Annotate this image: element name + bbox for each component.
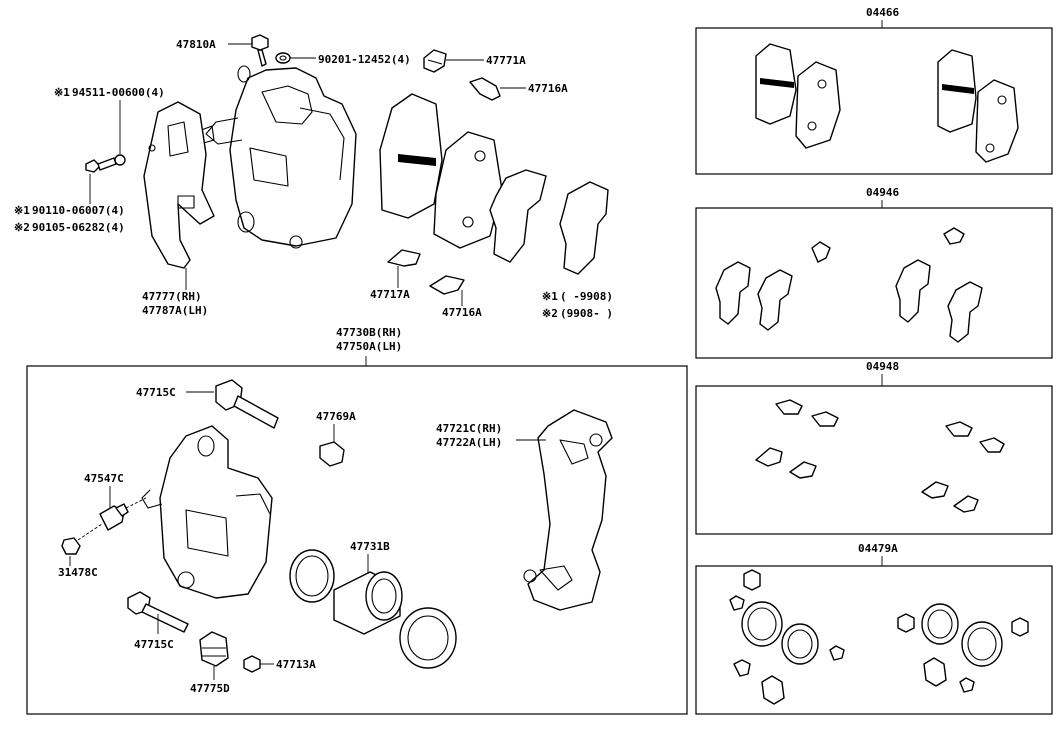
mark-1-b: ※1 (14, 204, 30, 217)
anti-squeal-shims-top (489, 169, 609, 275)
label-47730B-RH: 47730B(RH) (336, 326, 402, 339)
clip-47717A (387, 249, 421, 267)
label-47731B: 47731B (350, 540, 390, 553)
label-47547C: 47547C (84, 472, 124, 485)
label-47717A: 47717A (370, 288, 410, 301)
bolt-90110 (85, 157, 117, 173)
caliper-kit-frame (26, 365, 688, 715)
slide-pin-47715C-bottom (127, 591, 189, 633)
label-47810A: 47810A (176, 38, 216, 51)
seal-kit-04479A (729, 569, 1029, 705)
mounting-bracket (523, 409, 613, 611)
bleeder-cap-31478C (61, 537, 81, 555)
label-47750A-LH: 47750A(LH) (336, 340, 402, 353)
slide-pin-47715C-top (215, 379, 279, 429)
bleeder-plug-47547C (99, 503, 129, 531)
label-47716A-top: 47716A (528, 82, 568, 95)
label-47769A: 47769A (316, 410, 356, 423)
label-47716A-bottom: 47716A (442, 306, 482, 319)
label-47722A-LH: 47722A(LH) (436, 436, 502, 449)
label-31478C: 31478C (58, 566, 98, 579)
label-47787A-LH: 47787A(LH) (142, 304, 208, 317)
clip-47771A (423, 49, 447, 73)
mark-2-b: ※2 (542, 307, 558, 320)
kit-label-04946: 04946 (866, 186, 899, 199)
kit-frame-04946 (695, 207, 1053, 359)
label-90201-12452: 90201-12452(4) (318, 53, 411, 66)
piston-seal (289, 549, 335, 603)
caliper-body-top (195, 65, 357, 249)
washer-90201 (275, 52, 291, 64)
boot-47769A (319, 441, 345, 467)
caliper-assembly-bottom: 47715C 47769A 47547C 31478C (58, 379, 613, 695)
label-47715C-bottom: 47715C (134, 638, 174, 651)
shim-kit-04946 (715, 227, 983, 343)
label-47771A-a: 47771A (486, 54, 526, 67)
disc-pads-top (379, 93, 503, 249)
caliper-cylinder (141, 425, 273, 599)
kit-label-04948: 04948 (866, 360, 899, 373)
kit-label-04466: 04466 (866, 6, 899, 19)
pad-kit-04466 (755, 43, 1019, 163)
mark-2-a: ※2 (14, 221, 30, 234)
label-date-2: (9908- ) (560, 307, 613, 320)
cap-47713A (243, 655, 261, 673)
label-90110-06007: 90110-06007(4) (32, 204, 125, 217)
anti-squeal-shim-bracket (143, 101, 215, 269)
clip-47716A-bottom (429, 275, 465, 295)
piston-47731B (333, 571, 403, 635)
clip-kit-04948 (755, 399, 1005, 513)
clip-47716A-top (469, 77, 501, 101)
label-47715C-top: 47715C (136, 386, 176, 399)
label-90105-06282: 90105-06282(4) (32, 221, 125, 234)
kit-label-04479A: 04479A (858, 542, 898, 555)
boot-47775D (199, 631, 229, 667)
label-47721C-RH: 47721C(RH) (436, 422, 502, 435)
label-47775D: 47775D (190, 682, 230, 695)
label-47777-RH: 47777(RH) (142, 290, 202, 303)
label-47713A: 47713A (276, 658, 316, 671)
label-94511-00600: 94511-00600(4) (72, 86, 165, 99)
mark-1-a: ※1 (54, 86, 70, 99)
kit-frame-04948 (695, 385, 1053, 535)
bolt-47810A (251, 34, 269, 67)
mark-1-c: ※1 (542, 290, 558, 303)
kit-frame-04479A (695, 565, 1053, 715)
label-date-1: ( -9908) (560, 290, 613, 303)
kit-frame-04466 (695, 27, 1053, 175)
caliper-assembly-top: 47810A 90201-12452(4) 47771A 47716A (14, 34, 613, 320)
